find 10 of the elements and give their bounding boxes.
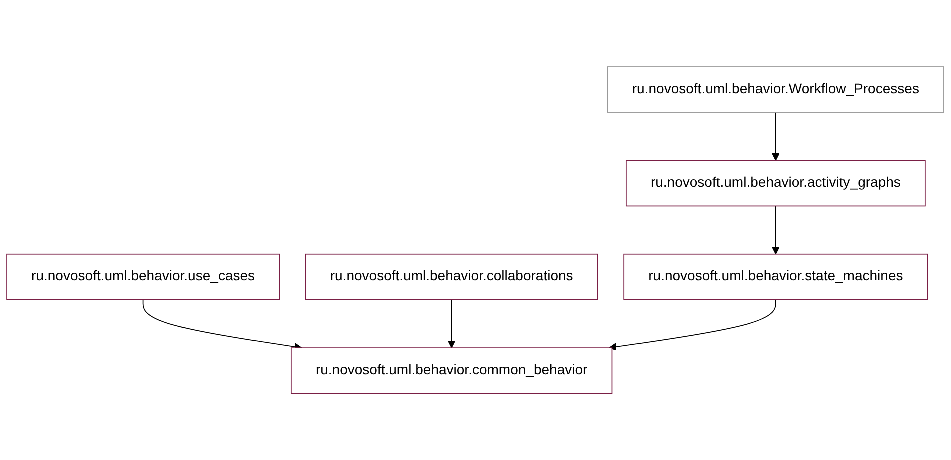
node-box: ru.novosoft.uml.behavior.state_machines: [624, 254, 928, 300]
arrow: [608, 299, 776, 351]
arrow: [448, 299, 456, 348]
node-box: ru.novosoft.uml.behavior.common_behavior: [290, 347, 613, 394]
node-box: ru.novosoft.uml.behavior.collaborations: [305, 254, 598, 300]
node-box: ru.novosoft.uml.behavior.Workflow_Processes: [607, 66, 944, 113]
node-box: ru.novosoft.uml.behavior.use_cases: [6, 254, 280, 300]
arrow: [772, 205, 780, 254]
arrow: [772, 112, 780, 161]
node-box: ru.novosoft.uml.behavior.activity_graphs: [626, 160, 926, 206]
